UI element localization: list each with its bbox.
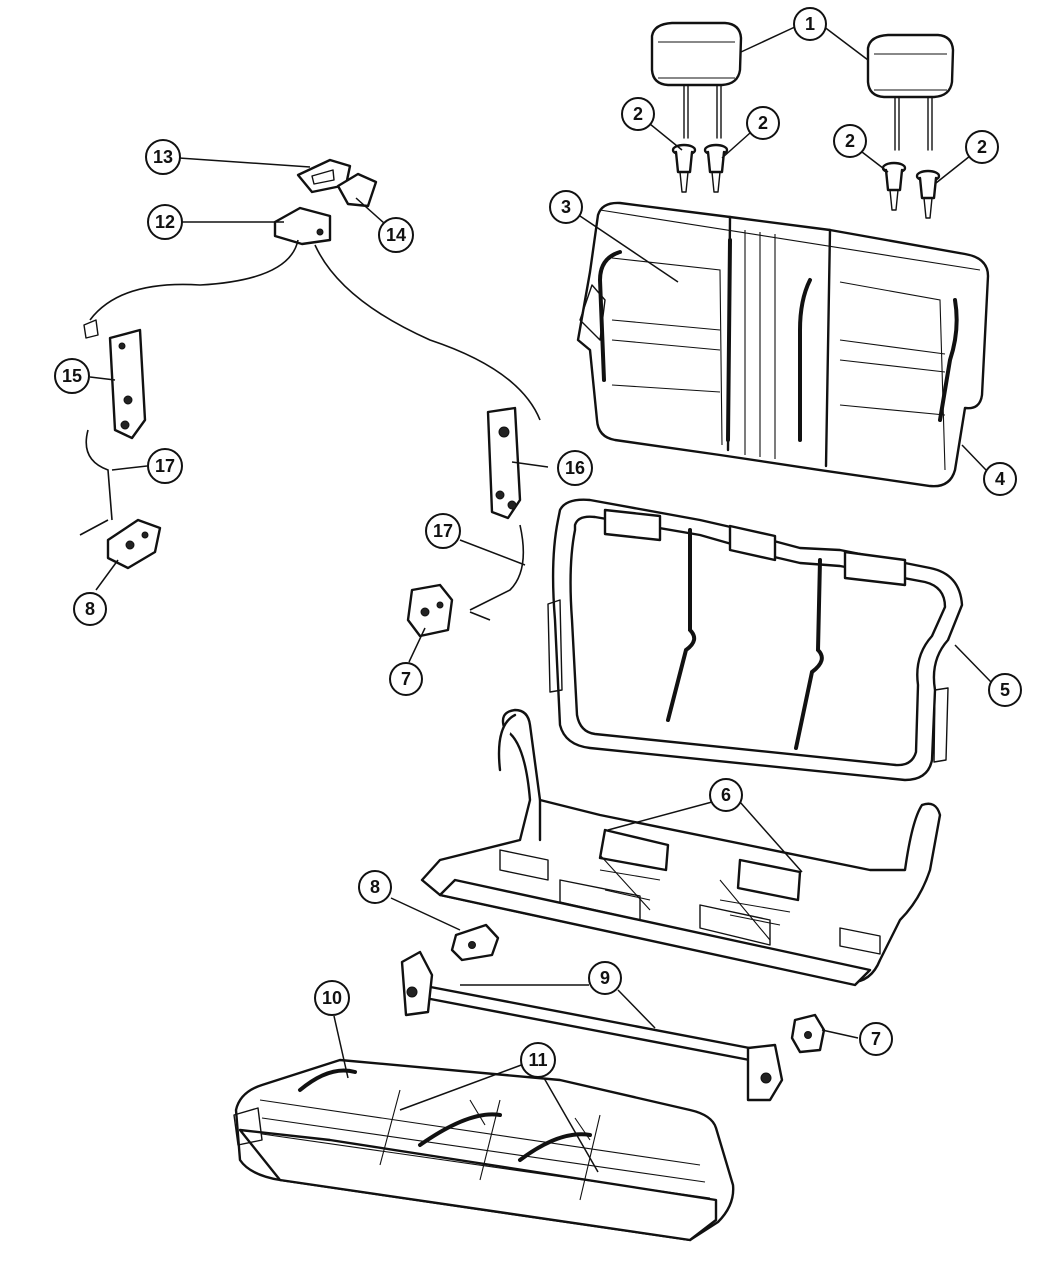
callout-9: 9 xyxy=(588,961,622,995)
headrest-guide-4 xyxy=(915,169,941,219)
recliner-16 xyxy=(486,406,522,520)
callout-1: 1 xyxy=(793,7,827,41)
callout-12: 12 xyxy=(147,204,183,240)
latch-8-lower xyxy=(450,923,500,962)
svg-text:14: 14 xyxy=(386,225,406,245)
callout-17b: 17 xyxy=(425,513,461,549)
seat-back-frame xyxy=(547,498,964,782)
svg-text:1: 1 xyxy=(805,14,815,34)
callout-6: 6 xyxy=(709,778,743,812)
headrest-right xyxy=(866,33,955,151)
callout-2d: 2 xyxy=(965,130,999,164)
latch-7-upper xyxy=(406,583,454,638)
leader-lines xyxy=(89,25,992,1173)
callout-10: 10 xyxy=(314,980,350,1016)
svg-text:16: 16 xyxy=(565,458,585,478)
svg-text:7: 7 xyxy=(401,669,411,689)
release-mechanism-12 xyxy=(273,206,332,246)
svg-text:11: 11 xyxy=(528,1050,547,1070)
svg-text:9: 9 xyxy=(600,968,610,988)
seat-riser-bar xyxy=(400,950,784,1102)
bezel-14 xyxy=(336,172,378,208)
callout-3: 3 xyxy=(549,190,583,224)
callout-5: 5 xyxy=(988,673,1022,707)
release-cables xyxy=(79,239,541,621)
svg-text:4: 4 xyxy=(995,469,1005,489)
seat-cushion-frame xyxy=(420,708,942,987)
svg-text:5: 5 xyxy=(1000,680,1010,700)
svg-text:2: 2 xyxy=(845,131,855,151)
headrest-left xyxy=(650,21,743,139)
svg-text:17: 17 xyxy=(155,456,175,476)
svg-text:13: 13 xyxy=(153,147,173,167)
callout-11: 11 xyxy=(520,1042,556,1078)
svg-text:12: 12 xyxy=(155,212,175,232)
release-handle-13 xyxy=(296,158,352,194)
svg-text:17: 17 xyxy=(433,521,453,541)
latch-8-upper xyxy=(106,518,162,570)
headrest-guide-1 xyxy=(671,143,697,193)
svg-text:8: 8 xyxy=(85,599,95,619)
latch-7-lower xyxy=(790,1013,826,1054)
callout-17a: 17 xyxy=(147,448,183,484)
svg-text:2: 2 xyxy=(977,137,987,157)
headrest-guide-3 xyxy=(881,161,907,211)
callout-2a: 2 xyxy=(621,97,655,131)
callout-8a: 8 xyxy=(73,592,107,626)
callout-16: 16 xyxy=(557,450,593,486)
svg-text:2: 2 xyxy=(758,113,768,133)
callout-15: 15 xyxy=(54,358,90,394)
callout-8b: 8 xyxy=(358,870,392,904)
callout-14: 14 xyxy=(378,217,414,253)
callout-7a: 7 xyxy=(389,662,423,696)
seat-cushion xyxy=(233,1058,735,1242)
svg-text:15: 15 xyxy=(62,366,82,386)
seat-back-cushion xyxy=(576,201,990,488)
svg-text:8: 8 xyxy=(370,877,380,897)
callout-13: 13 xyxy=(145,139,181,175)
recliner-15 xyxy=(83,319,147,440)
headrest-guide-2 xyxy=(703,143,729,193)
svg-text:2: 2 xyxy=(633,104,643,124)
svg-text:6: 6 xyxy=(721,785,731,805)
callout-7b: 7 xyxy=(859,1022,893,1056)
svg-text:10: 10 xyxy=(322,988,342,1008)
callout-2b: 2 xyxy=(746,106,780,140)
svg-text:7: 7 xyxy=(871,1029,881,1049)
svg-text:3: 3 xyxy=(561,197,571,217)
callout-2c: 2 xyxy=(833,124,867,158)
callout-4: 4 xyxy=(983,462,1017,496)
